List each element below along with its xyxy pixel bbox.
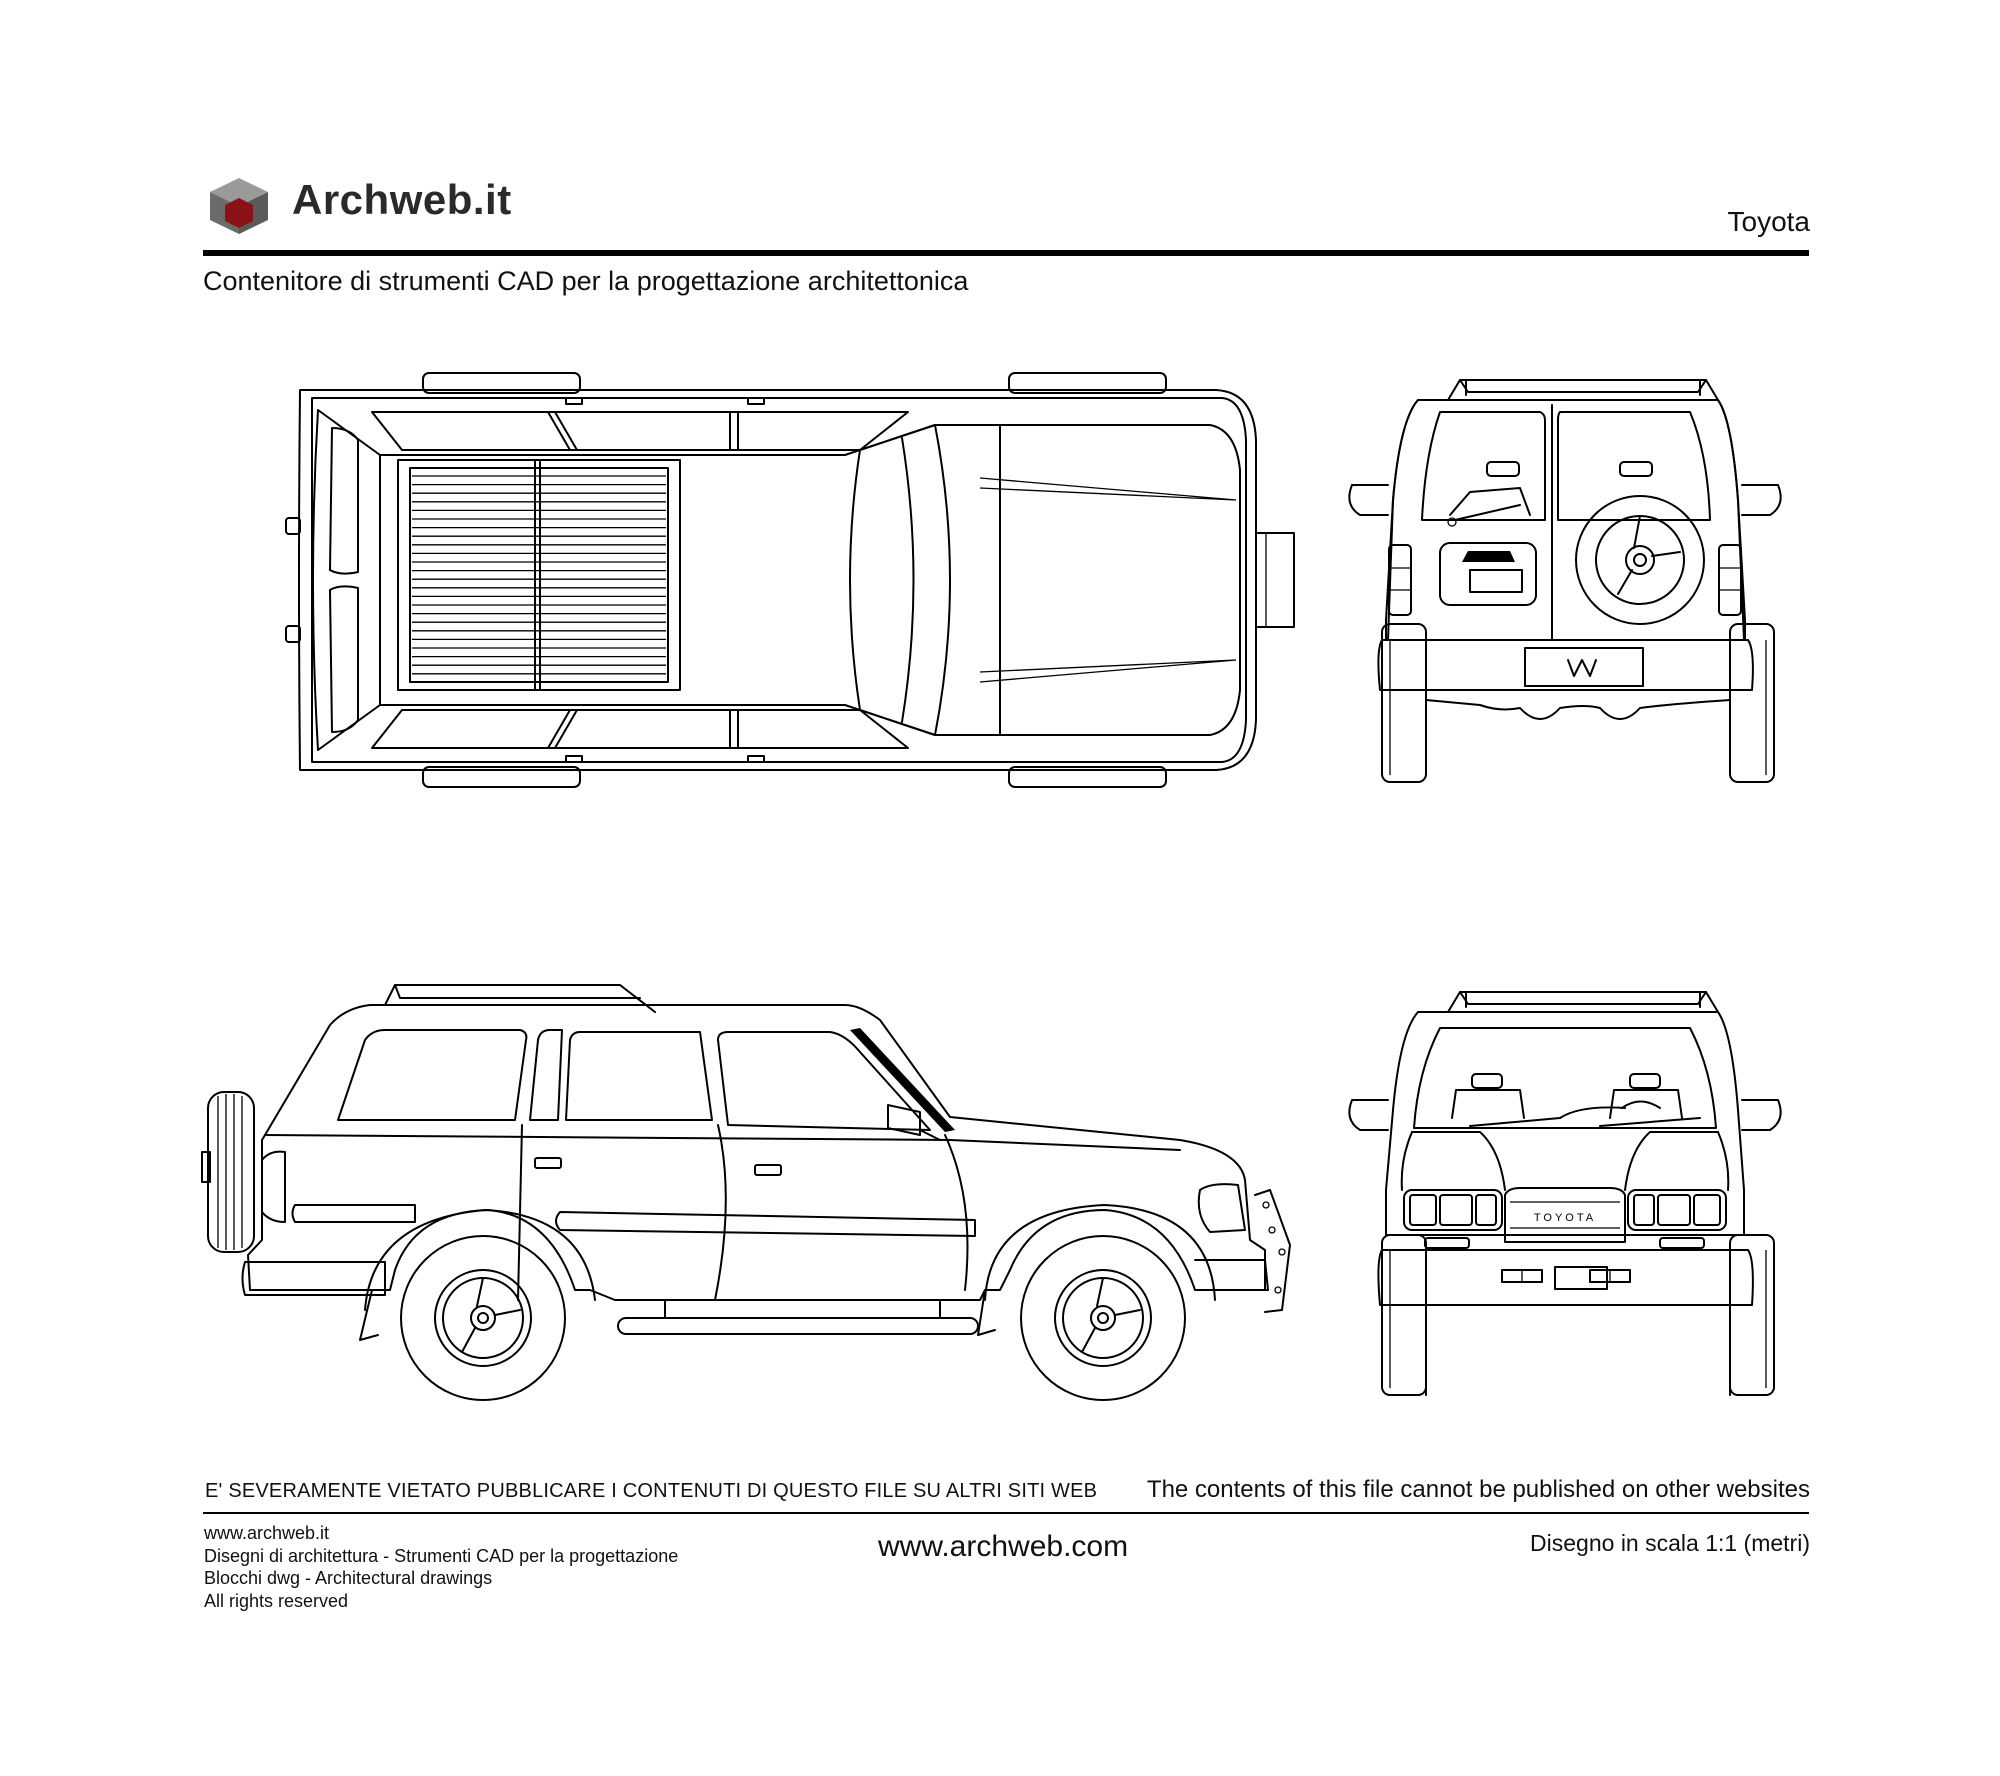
archweb-logo-icon (210, 178, 268, 234)
grille-badge: TOYOTA (1534, 1212, 1596, 1224)
front-view: TOYOTA (1348, 991, 1782, 1396)
warning-english: The contents of this file cannot be publ… (1146, 1476, 1810, 1503)
footer-line: Disegni di architettura - Strumenti CAD … (204, 1545, 679, 1566)
side-view (201, 984, 1291, 1401)
brand-label: Toyota (1727, 206, 1811, 237)
footer-line: All rights reserved (204, 1590, 349, 1611)
header-rule (203, 250, 1809, 256)
footer-url[interactable]: www.archweb.com (878, 1530, 1129, 1563)
footer-rule (203, 1512, 1809, 1514)
scale-note: Disegno in scala 1:1 (metri) (1530, 1530, 1810, 1556)
warning-italian: E' SEVERAMENTE VIETATO PUBBLICARE I CONT… (205, 1480, 1098, 1502)
logo-text: Archweb.it (292, 176, 512, 223)
footer-line: Blocchi dwg - Architectural drawings (204, 1568, 493, 1588)
rear-view (1348, 379, 1782, 783)
top-view (285, 372, 1295, 788)
tagline: Contenitore di strumenti CAD per la prog… (203, 266, 969, 296)
footer-line: www.archweb.it (204, 1523, 330, 1543)
footer-info: www.archweb.it Disegni di architettura -… (204, 1522, 678, 1612)
roof-rack-slats (412, 475, 666, 675)
